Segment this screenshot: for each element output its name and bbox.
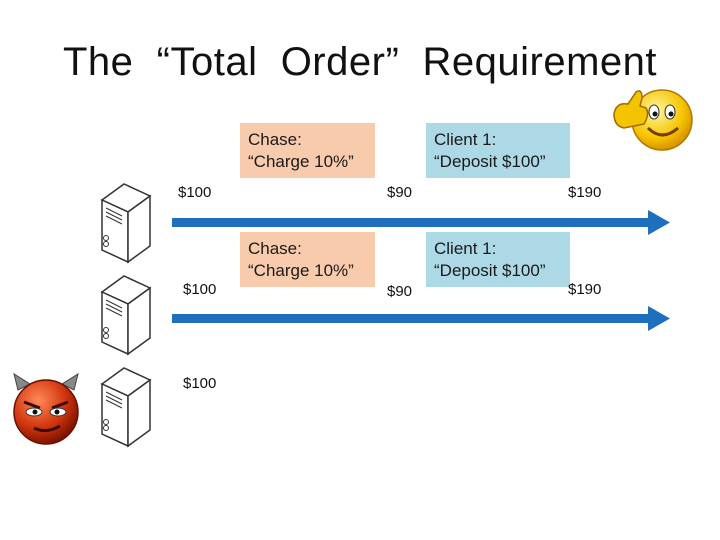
timeline-arrow-icon: [172, 210, 670, 235]
client-deposit-box-row1: Client 1: “Deposit $100”: [426, 123, 570, 178]
timeline-arrow-icon: [172, 306, 670, 331]
page-title: The “Total Order” Requirement: [63, 40, 657, 84]
amount-label: $90: [387, 184, 413, 201]
box-line: “Charge 10%”: [248, 261, 354, 280]
amount-label: $190: [568, 281, 602, 298]
chase-charge-box-row1: Chase: “Charge 10%”: [240, 123, 375, 178]
amount-label: $100: [183, 281, 217, 298]
box-line: Chase:: [248, 239, 302, 258]
box-line: “Charge 10%”: [248, 152, 354, 171]
amount-label: $100: [183, 375, 217, 392]
box-line: Client 1:: [434, 130, 497, 149]
client-deposit-box-row2: Client 1: “Deposit $100”: [426, 232, 570, 287]
amount-label: $190: [568, 184, 602, 201]
box-line: Chase:: [248, 130, 302, 149]
thumbs-up-smiley-icon: [613, 89, 693, 151]
amount-label: $100: [178, 184, 212, 201]
box-line: Client 1:: [434, 239, 497, 258]
box-line: “Deposit $100”: [434, 152, 546, 171]
chase-charge-box-row2: Chase: “Charge 10%”: [240, 232, 375, 287]
server-icon: [100, 367, 152, 448]
amount-label: $90: [387, 283, 413, 300]
server-icon: [100, 183, 152, 264]
server-icon: [100, 275, 152, 356]
box-line: “Deposit $100”: [434, 261, 546, 280]
devil-face-icon: [13, 372, 79, 445]
